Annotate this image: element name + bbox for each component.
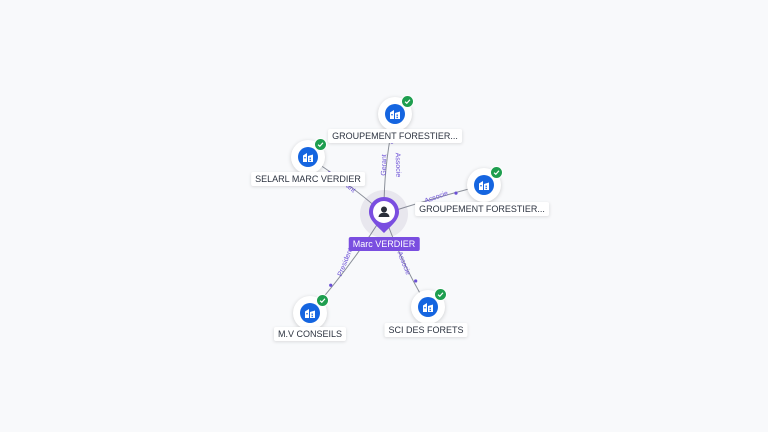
company-name-label[interactable]: SELARL MARC VERDIER [251,172,365,186]
edge-role-label: Gerant [381,154,389,176]
company-name-label[interactable]: GROUPEMENT FORESTIER... [328,129,462,143]
edge-role-label: Associe [396,251,412,276]
verified-check-icon [314,138,327,151]
person-icon [369,197,399,233]
edge-role-label: President [337,247,355,277]
edge-arrow-marker [414,279,418,283]
edge-arrow-marker [454,191,458,195]
company-name-label[interactable]: GROUPEMENT FORESTIER... [415,202,549,216]
verified-check-icon [490,166,503,179]
verified-check-icon [434,288,447,301]
company-building-icon [474,175,494,195]
company-node[interactable] [467,166,503,202]
company-node[interactable] [411,288,447,324]
verified-check-icon [316,294,329,307]
company-building-icon [418,297,438,317]
edge-role-label: Associe [394,153,402,178]
company-name-label[interactable]: SCI DES FORETS [384,323,468,337]
company-node[interactable] [378,95,414,131]
person-node[interactable] [360,190,408,238]
company-building-icon [300,303,320,323]
company-name-label[interactable]: M.V CONSEILS [273,327,347,341]
company-node[interactable] [293,294,329,330]
verified-check-icon [401,95,414,108]
person-name-label[interactable]: Marc VERDIER [348,237,420,251]
edge-arrow-marker [329,283,333,287]
company-node[interactable] [291,138,327,174]
company-building-icon [385,104,405,124]
company-building-icon [298,147,318,167]
